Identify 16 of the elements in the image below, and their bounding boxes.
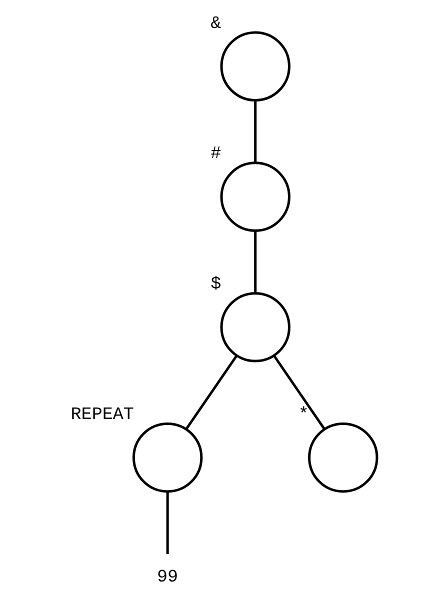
connector bbox=[254, 100, 256, 163]
node-circle bbox=[132, 422, 202, 493]
node-label: & bbox=[210, 14, 221, 34]
node-label: # bbox=[210, 144, 221, 164]
connector bbox=[272, 354, 326, 430]
connector bbox=[254, 230, 256, 293]
connector bbox=[184, 354, 238, 430]
node-circle bbox=[220, 162, 290, 232]
node-circle bbox=[308, 422, 378, 493]
connector bbox=[166, 492, 168, 554]
node-text: 99 bbox=[156, 567, 178, 588]
node-label: $ bbox=[210, 274, 221, 295]
node-circle bbox=[220, 292, 290, 362]
node-label: REPEAT bbox=[70, 404, 134, 425]
node-circle bbox=[220, 31, 290, 102]
node-label: * bbox=[298, 404, 308, 425]
